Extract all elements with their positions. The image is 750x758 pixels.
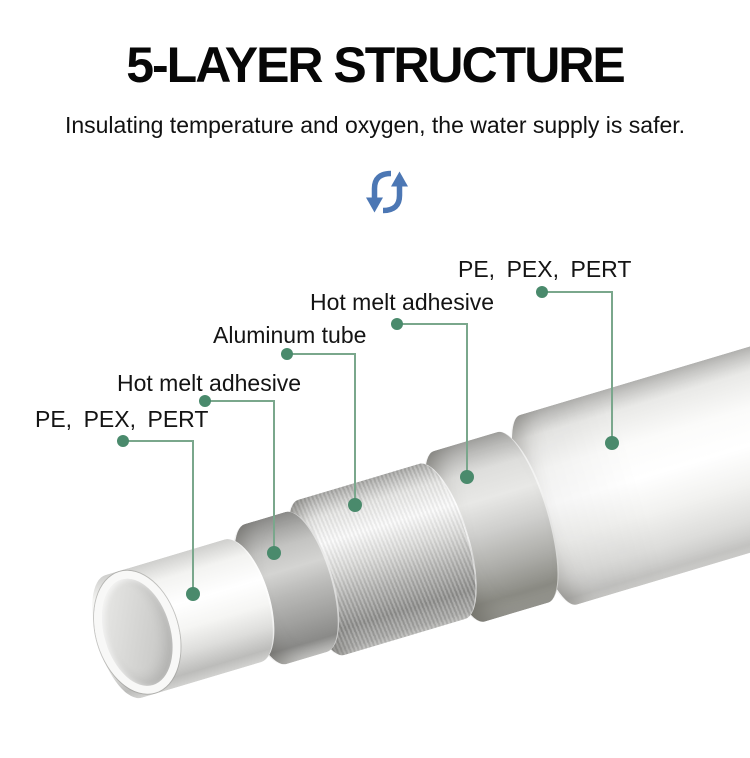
leader-dot-label-1: [117, 435, 129, 447]
swap-vertical-arrows-icon: [366, 170, 408, 214]
pipe-open-end-bore: [80, 560, 195, 705]
label-layer-5-pe-pex-pert: PE, PEX, PERT: [458, 256, 632, 282]
leader-dot-label-3: [281, 348, 293, 360]
page-subtitle: Insulating temperature and oxygen, the w…: [64, 112, 686, 138]
label-layer-3-aluminum-tube: Aluminum tube: [213, 322, 367, 348]
label-layer-4-hot-melt-adhesive: Hot melt adhesive: [310, 289, 495, 315]
label-layer-2-hot-melt-adhesive: Hot melt adhesive: [117, 370, 302, 396]
leader-dot-label-4: [391, 318, 403, 330]
leader-dot-label-5: [536, 286, 548, 298]
label-layer-1-pe-pex-pert: PE, PEX, PERT: [35, 406, 209, 432]
page-title: 5-LAYER STRUCTURE: [126, 37, 626, 93]
